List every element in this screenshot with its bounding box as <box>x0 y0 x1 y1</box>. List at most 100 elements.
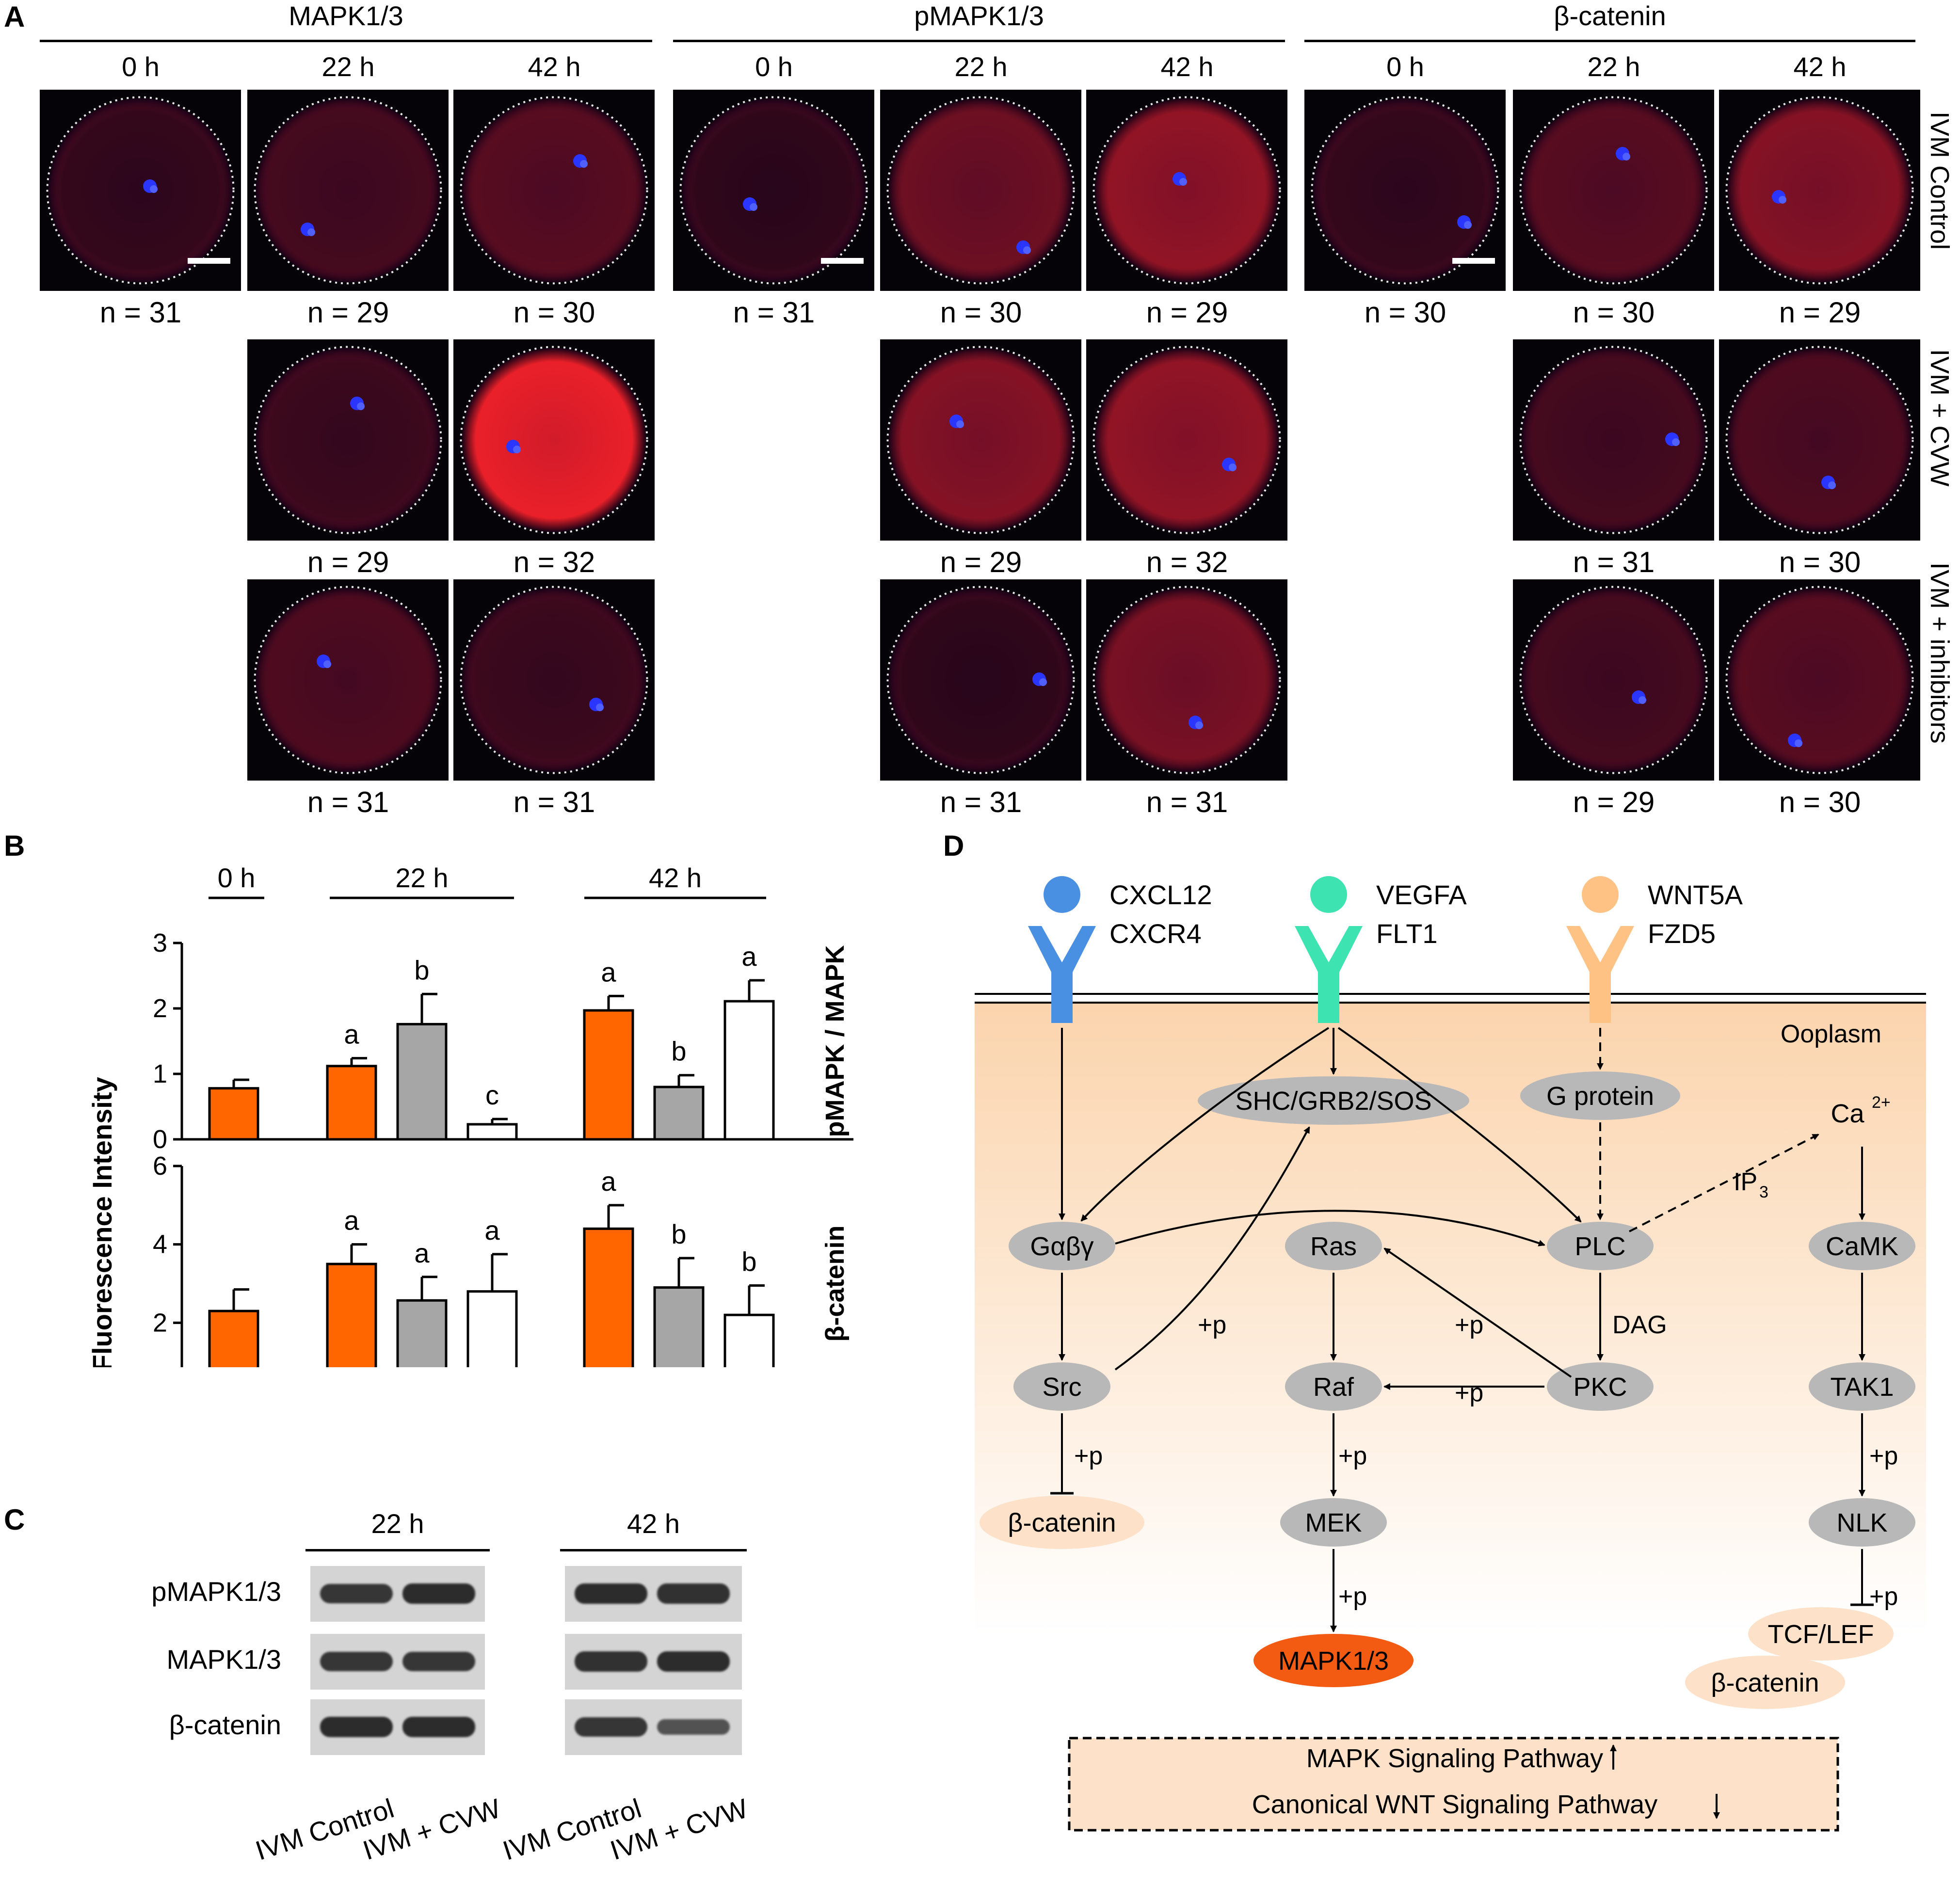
chromatin-spot <box>357 402 365 410</box>
oocyte-micrograph <box>886 586 1075 774</box>
chromatin-spot <box>956 420 964 428</box>
oocyte-micrograph <box>1519 96 1708 285</box>
oocyte-cytoplasm <box>1727 98 1912 283</box>
oocyte-outline <box>1725 586 1914 774</box>
panel-label-b: B <box>4 830 25 862</box>
blot-band <box>657 1719 730 1735</box>
bar <box>583 1227 634 1367</box>
scale-bar <box>188 258 230 264</box>
oocyte-micrograph <box>254 346 442 534</box>
ligand-circle <box>1582 876 1619 913</box>
bar <box>583 1009 634 1141</box>
oocyte-micrograph <box>46 96 235 285</box>
oocyte-cytoplasm <box>1094 588 1279 772</box>
shc-label: SHC/GRB2/SOS <box>1235 1086 1431 1116</box>
blot-strip <box>565 1699 742 1755</box>
timepoint-label: 0 h <box>122 51 160 82</box>
y-tick-label: 2 <box>153 994 167 1023</box>
oocyte-cytoplasm <box>1727 348 1912 532</box>
phosphorylation-label: +p <box>1869 1442 1898 1470</box>
plc-label: PLC <box>1574 1232 1625 1261</box>
micrograph-row2-col8 <box>1719 339 1920 541</box>
sample-size: n = 30 <box>513 296 595 329</box>
phosphorylation-label: +p <box>1338 1442 1367 1470</box>
micrograph-row2-col1 <box>247 339 449 541</box>
pkc-label: PKC <box>1573 1373 1627 1402</box>
oocyte-outline <box>1519 586 1708 774</box>
oocyte-cytoplasm <box>462 348 646 532</box>
oocyte-cytoplasm <box>1521 348 1706 532</box>
blot-strip <box>310 1566 485 1622</box>
blot-strip <box>565 1634 742 1690</box>
chromatin-spot <box>1229 463 1237 471</box>
bar <box>396 1299 448 1367</box>
oocyte-micrograph <box>460 346 648 534</box>
significance-letter: a <box>601 1166 616 1197</box>
chromatin-spot <box>323 660 331 668</box>
sample-size: n = 31 <box>1146 786 1228 818</box>
pathway-arrow <box>1114 1126 1310 1371</box>
oocyte-outline <box>1092 586 1281 774</box>
calcium-charge: 2+ <box>1872 1093 1891 1112</box>
receptor-shape <box>1566 926 1634 1023</box>
micrograph-row1-col7 <box>1513 90 1714 291</box>
sample-size: n = 30 <box>1779 786 1861 818</box>
timepoint-label: 22 h <box>1587 51 1640 82</box>
oocyte-cytoplasm <box>888 98 1073 283</box>
pathway-arrow <box>1080 1027 1330 1222</box>
bar <box>653 1286 705 1367</box>
chromatin-spot <box>150 185 158 193</box>
sample-size: n = 31 <box>513 786 595 818</box>
blot-band <box>402 1716 475 1738</box>
chromatin-spot <box>1195 721 1203 729</box>
chromatin-spot <box>596 703 604 711</box>
nlk-label: NLK <box>1836 1508 1887 1537</box>
sample-size: n = 31 <box>1573 546 1655 578</box>
sample-size: n = 31 <box>307 786 389 818</box>
y-tick-label: 4 <box>153 1230 167 1259</box>
oocyte-cytoplasm <box>1521 588 1706 772</box>
oocyte-micrograph <box>1519 346 1708 534</box>
blot-strip <box>310 1699 485 1755</box>
significance-letter: b <box>414 955 429 985</box>
chromatin-spot <box>1623 153 1630 160</box>
significance-letter: a <box>741 941 757 972</box>
timepoint-label: 0 h <box>1386 51 1424 82</box>
chromatin-spot <box>307 228 315 236</box>
group-underline-0 <box>40 40 652 42</box>
chromatin-spot <box>1023 246 1031 254</box>
group-underline-1 <box>673 40 1285 42</box>
raf-node <box>1285 1362 1382 1411</box>
gprot-label: G protein <box>1546 1082 1654 1111</box>
bcat2-label: β-catenin <box>1711 1668 1819 1697</box>
oocyte-outline <box>1311 96 1499 285</box>
bar <box>723 1000 775 1141</box>
oocyte-micrograph <box>460 96 648 285</box>
oocyte-cytoplasm <box>1521 98 1706 283</box>
receptor-shape <box>1028 926 1096 1023</box>
oocyte-cytoplasm <box>888 588 1073 772</box>
ligand-circle <box>1310 876 1347 913</box>
ras-label: Ras <box>1310 1232 1357 1261</box>
oocyte-cytoplasm <box>462 98 646 283</box>
receptor-name: FLT1 <box>1376 918 1438 949</box>
timepoint-label: 22 h <box>321 51 375 82</box>
blot-strip <box>565 1566 742 1622</box>
sample-size: n = 29 <box>1779 296 1861 329</box>
y-tick-label: 0 <box>153 1125 167 1154</box>
chromatin-spot <box>1672 438 1680 446</box>
micrograph-row3-col1 <box>247 579 449 781</box>
oocyte-outline <box>254 586 442 774</box>
src-label: Src <box>1043 1373 1082 1402</box>
sample-size: n = 29 <box>307 546 389 578</box>
dag-label: DAG <box>1612 1311 1667 1339</box>
oocyte-micrograph <box>1725 586 1914 774</box>
pathway-arrow <box>1383 1247 1572 1378</box>
sample-size: n = 29 <box>1146 296 1228 329</box>
micrograph-row1-col1 <box>247 90 449 291</box>
oocyte-micrograph <box>1725 346 1914 534</box>
oocyte-micrograph <box>1092 346 1281 534</box>
oocyte-cytoplasm <box>256 588 440 772</box>
ligand-name: VEGFA <box>1376 879 1467 910</box>
oocyte-cytoplasm <box>48 98 233 283</box>
